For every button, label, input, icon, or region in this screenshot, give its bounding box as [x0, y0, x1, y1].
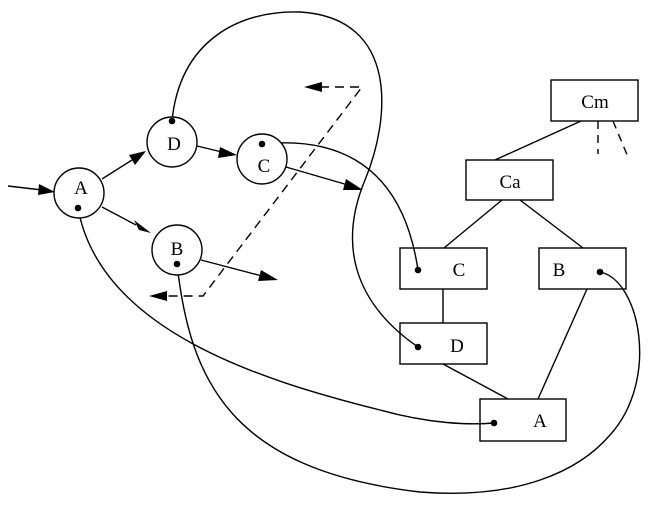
edge-d-c	[196, 145, 223, 153]
graph-node-c-label: C	[258, 156, 271, 177]
curve-graph-c-to-tree-c	[261, 142, 419, 271]
tree-node-c: C	[399, 247, 488, 290]
graph-node-b: B	[151, 224, 203, 276]
dot-graph-b	[173, 260, 181, 268]
graph-node-b-label: B	[171, 239, 184, 260]
tree-node-d-label: D	[450, 336, 464, 357]
graph-node-c: C	[236, 133, 288, 185]
tree-node-cm-label: Cm	[581, 92, 609, 113]
arrowhead-a-d	[129, 151, 146, 165]
tree-node-d: D	[399, 322, 488, 365]
curve-graph-d-to-tree-d	[171, 11, 419, 348]
tree-node-b: B	[538, 247, 627, 290]
pointer-dots	[74, 117, 604, 427]
graph-node-a-circle	[53, 167, 105, 219]
edge-b-a	[537, 288, 588, 400]
arrowhead-d-c	[218, 147, 237, 158]
edge-b-out	[200, 259, 263, 277]
edge-a-d	[101, 159, 133, 180]
edge-d-a	[442, 363, 509, 400]
tree-node-cm-box	[550, 79, 639, 122]
arrowhead-c-out	[343, 179, 363, 190]
tree-node-c-label: C	[453, 260, 466, 281]
graph-node-a-label: A	[74, 178, 88, 199]
dashed-cut-line	[149, 82, 364, 301]
tree-node-b-label: B	[553, 260, 566, 281]
dot-graph-a	[74, 204, 82, 212]
arrowhead-a-b	[134, 220, 151, 233]
dot-tree-d	[414, 343, 422, 351]
dashed-arrowhead-bottom	[149, 291, 167, 301]
edge-entry-a	[7, 185, 43, 191]
arrowhead-b-out	[258, 270, 278, 281]
dot-tree-a	[490, 419, 498, 427]
tree-node-cm: Cm	[550, 79, 639, 122]
dot-tree-b	[596, 268, 604, 276]
graph-node-d-circle	[146, 116, 198, 168]
edge-cm-ca	[494, 120, 582, 161]
curve-graph-a-to-tree-a	[77, 207, 495, 425]
pointer-curves	[77, 11, 641, 494]
graph-node-a: A	[53, 167, 105, 219]
graph-edges	[7, 145, 363, 281]
tree-node-ca: Ca	[465, 159, 554, 201]
tree-node-d-box	[399, 322, 488, 365]
graph-node-c-circle	[236, 133, 288, 185]
dot-tree-c	[414, 266, 422, 274]
dot-graph-d	[168, 117, 176, 125]
tree-node-b-box	[538, 247, 627, 290]
tree-node-ca-box	[465, 159, 554, 201]
tree-node-a-label: A	[533, 411, 547, 432]
graph-node-d: D	[146, 116, 198, 168]
edge-a-b	[101, 206, 137, 226]
dashed-path	[165, 86, 364, 297]
dot-graph-c	[258, 140, 266, 148]
dashed-arrowhead-top	[304, 82, 322, 92]
graph-node-d-label: D	[167, 134, 181, 155]
edge-ca-c	[443, 199, 503, 249]
tree-node-ca-label: Ca	[499, 172, 521, 193]
arrowhead-entry-a	[38, 184, 55, 195]
graph-node-b-circle	[151, 224, 203, 276]
tree-edges	[442, 120, 629, 400]
edge-c-out	[285, 166, 349, 186]
edge-cm-dashed-2	[612, 120, 629, 158]
edge-ca-b	[519, 199, 584, 249]
curve-graph-b-to-tree-b	[176, 263, 641, 494]
tree-node-c-box	[399, 247, 488, 290]
